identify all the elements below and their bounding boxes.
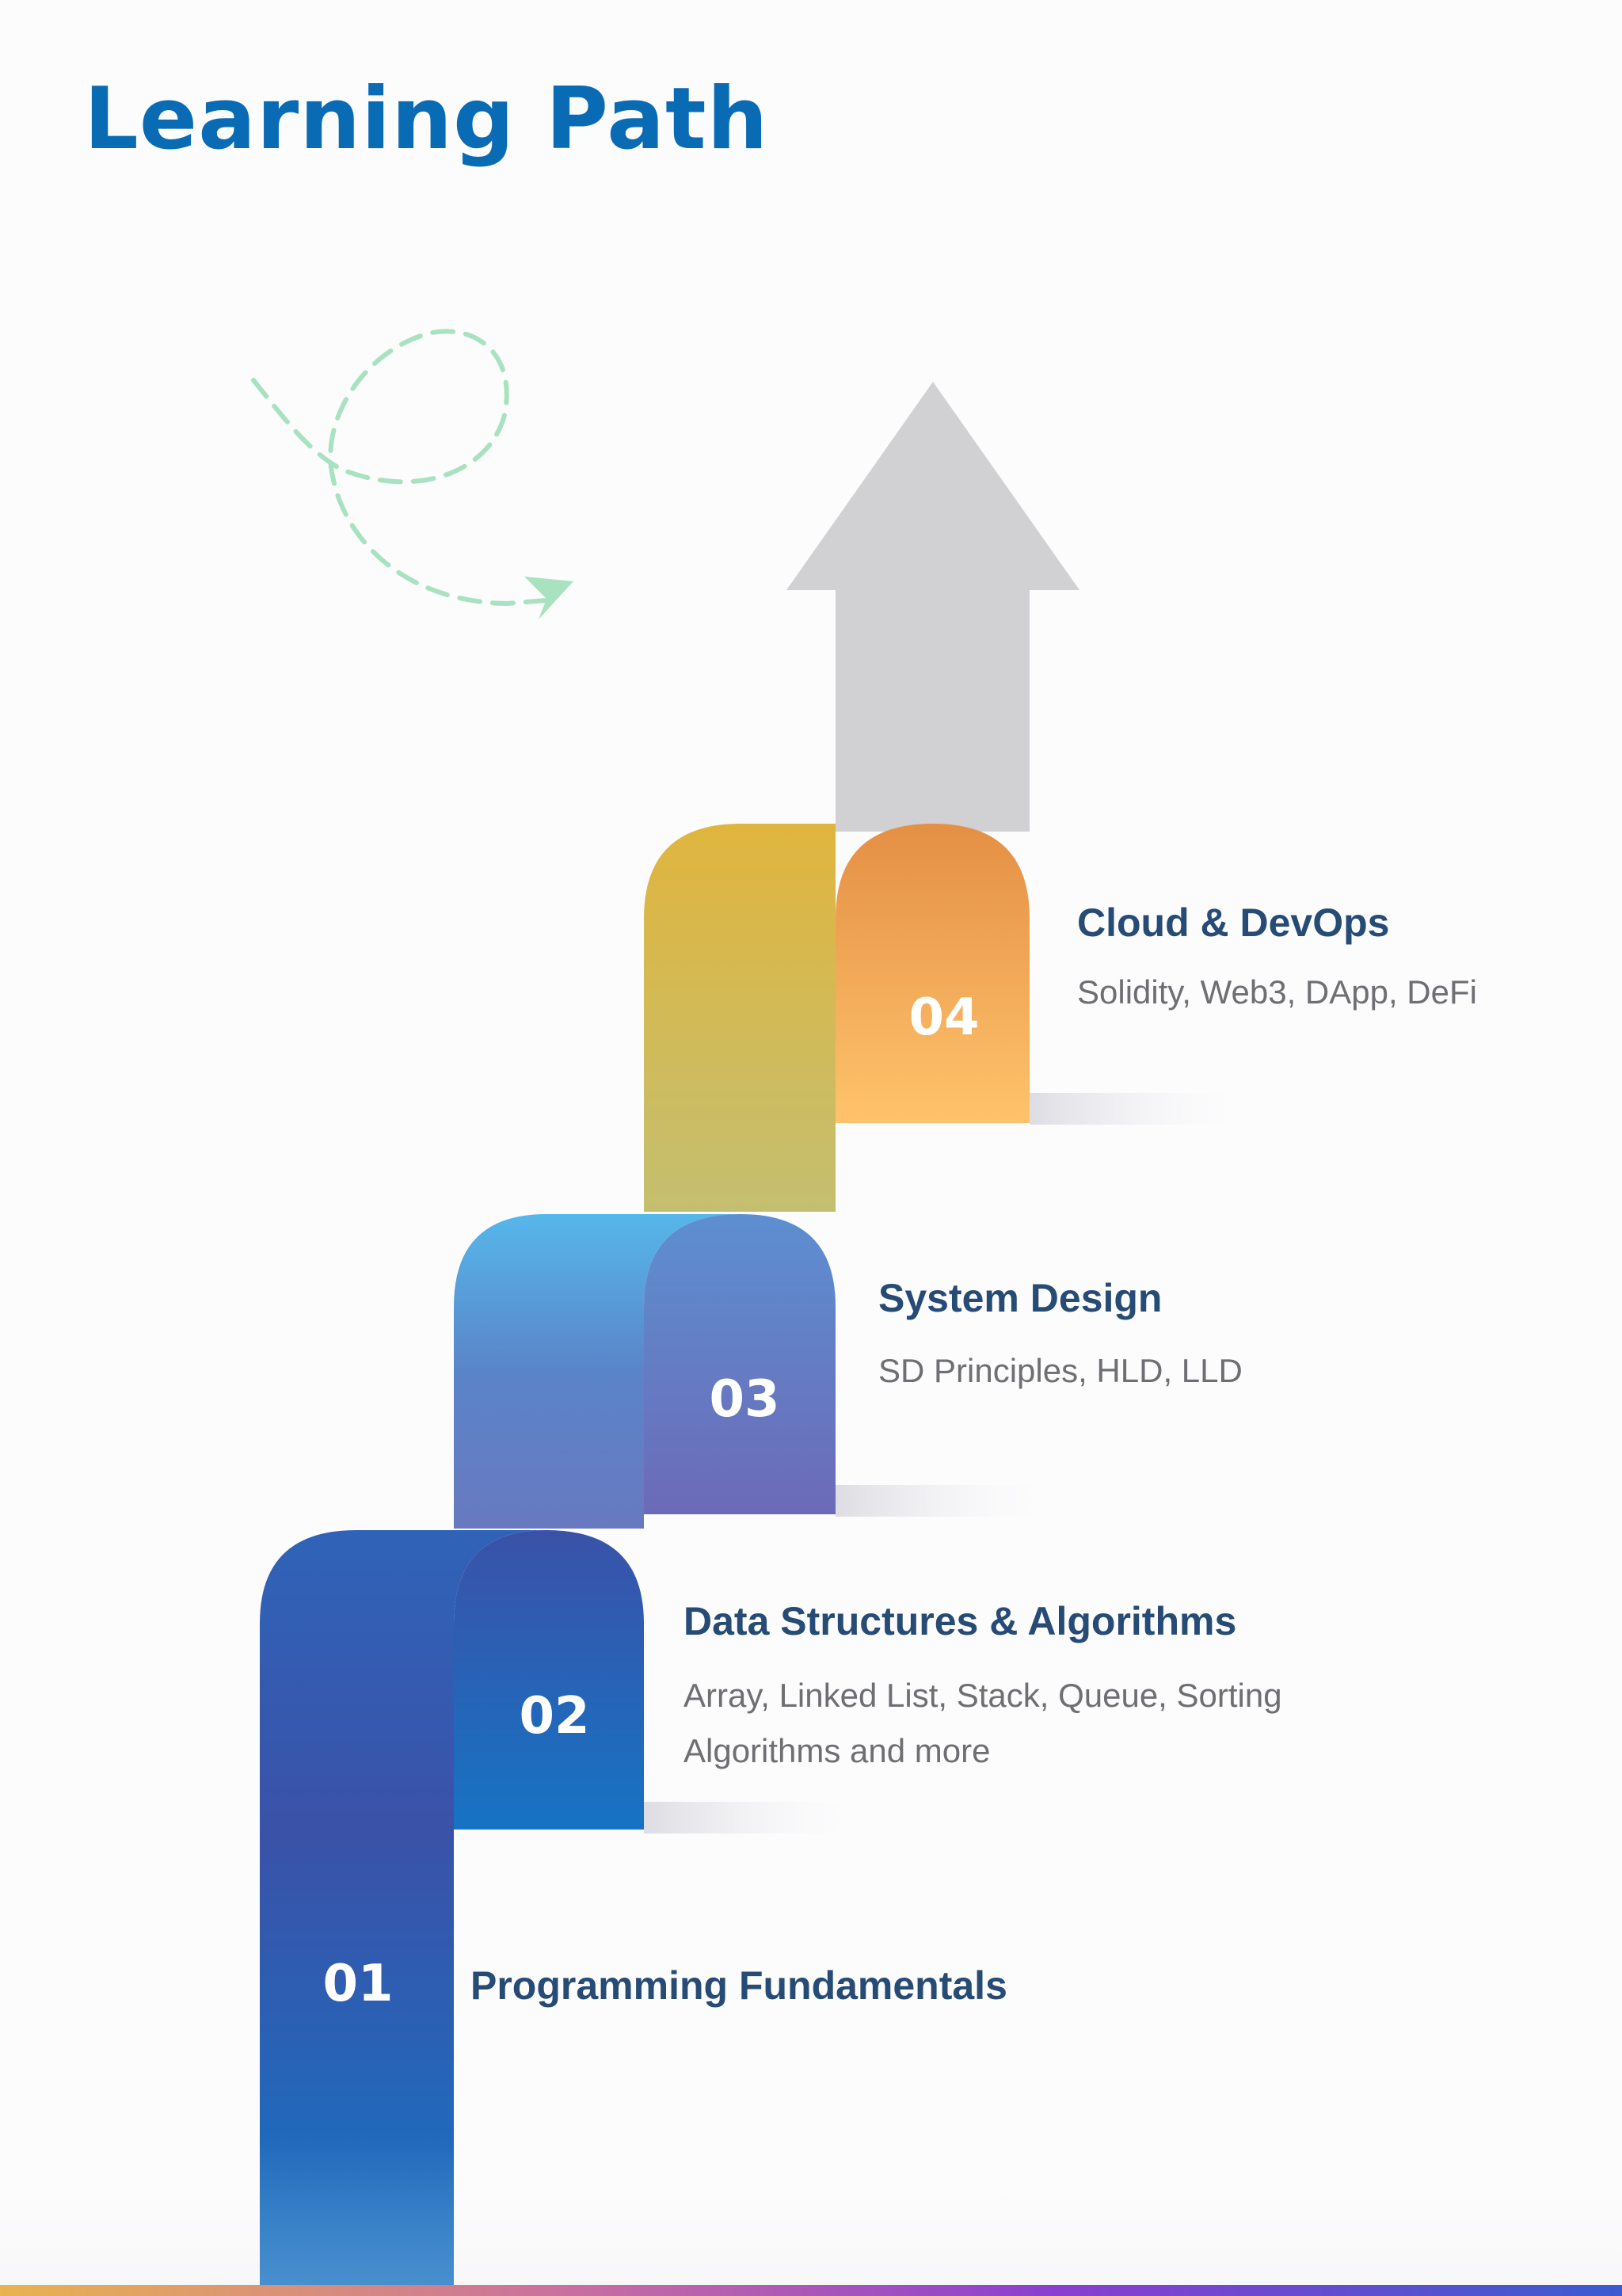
- step-block-02: [260, 1530, 881, 1837]
- dashed-loop-arrow-icon: [251, 329, 573, 619]
- step-number-01: 01: [322, 1955, 394, 2013]
- step-desc-03-line-1: SD Principles, HLD, LLD: [878, 1352, 1243, 1389]
- step-desc-02-line-1: Array, Linked List, Stack, Queue, Sortin…: [683, 1677, 1282, 1714]
- step-number-03: 03: [709, 1370, 780, 1429]
- step-title-04: Cloud & DevOps: [1077, 901, 1390, 945]
- step-title-01: Programming Fundamentals: [470, 1963, 1007, 2008]
- page-title: Learning Path: [84, 70, 769, 169]
- step-title-03: System Design: [878, 1276, 1163, 1320]
- step-block-03: [454, 1214, 1073, 1529]
- bottom-gradient-bar: [0, 2285, 1622, 2296]
- step-desc-02-line-2: Algorithms and more: [683, 1732, 991, 1769]
- step-desc-04-line-1: Solidity, Web3, DApp, DeFi: [1077, 973, 1477, 1011]
- step-number-04: 04: [908, 988, 980, 1047]
- step-number-02: 02: [519, 1687, 590, 1746]
- up-arrow-icon: [786, 382, 1079, 832]
- step-title-02: Data Structures & Algorithms: [683, 1599, 1237, 1643]
- step-block-04: [644, 824, 1267, 1212]
